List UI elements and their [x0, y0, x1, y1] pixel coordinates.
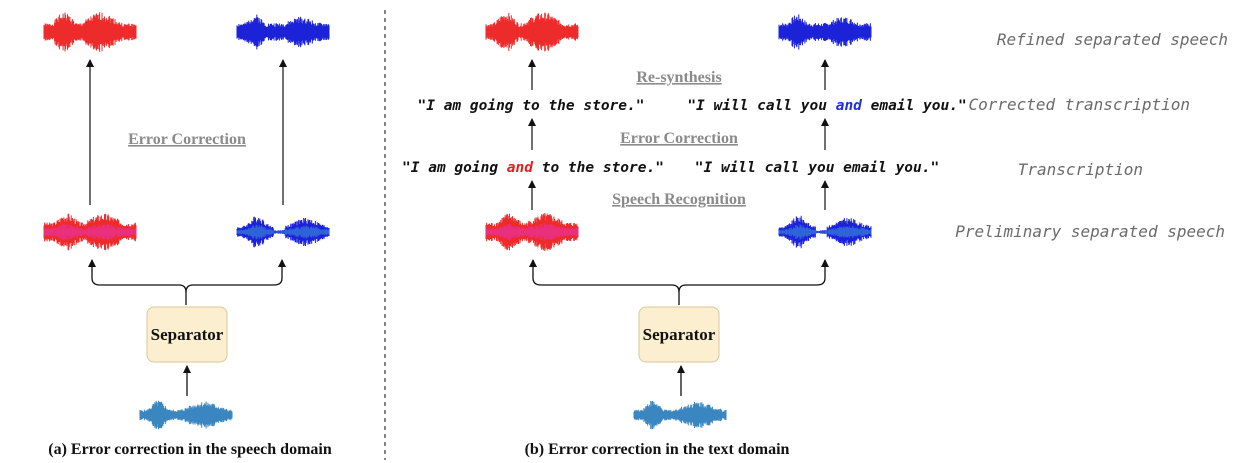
- row-label-refined: Refined separated speech: [997, 30, 1228, 49]
- preliminary-waveform-speaker2-b: [778, 215, 872, 249]
- transcription-1: "I am going and to the store.": [402, 160, 664, 176]
- split-connector-a-right: [185, 259, 286, 293]
- transcription-2: "I will call you email you.": [695, 160, 939, 176]
- resynthesis-label: Re-synthesis: [636, 69, 721, 86]
- transcription-1-part3: to the store.": [533, 160, 664, 176]
- corrected-transcription-1: "I am going to the store.": [418, 98, 645, 114]
- error-correction-label-b: Error Correction: [620, 130, 738, 147]
- caption-a: (a) Error correction in the speech domai…: [48, 441, 332, 458]
- preliminary-waveform-speaker2: [236, 216, 330, 248]
- transcription-1-part1: "I am going: [402, 160, 507, 176]
- corrected-transcription-2: "I will call you and email you.": [687, 98, 966, 114]
- waveform-trace: [139, 400, 233, 430]
- inserted-word: and: [507, 160, 533, 176]
- refined-waveform-speaker1: [43, 12, 137, 52]
- caption-b: (b) Error correction in the text domain: [525, 441, 790, 458]
- refined-waveform-speaker2: [236, 14, 330, 50]
- refined-waveform-speaker2-b: [778, 14, 872, 50]
- row-label-corrected: Corrected transcription: [968, 95, 1190, 114]
- speech-recognition-label: Speech Recognition: [612, 191, 746, 208]
- waveform-trace: [485, 12, 579, 52]
- split-connector-b-right: [678, 259, 829, 293]
- separator-box-a: [146, 306, 228, 363]
- split-connector-a: [88, 259, 187, 305]
- waveform-trace: [43, 12, 137, 52]
- corrected-word: and: [836, 98, 862, 114]
- corrected-2-part3: email you.": [862, 98, 967, 114]
- waveform-trace: [778, 14, 872, 50]
- row-labels: Refined separated speech Corrected trans…: [955, 30, 1228, 241]
- separator-label-a: Separator: [151, 325, 224, 344]
- waveform-overlay-trace: [43, 223, 137, 241]
- row-label-transcription: Transcription: [1018, 160, 1143, 179]
- separator-box-b: [638, 306, 720, 363]
- mixture-waveform-b: [633, 401, 727, 429]
- panel-a: Error Correction Separator (a) Error cor…: [43, 12, 332, 458]
- mixture-waveform-a: [139, 400, 233, 430]
- preliminary-waveform-speaker1: [43, 213, 137, 251]
- separator-label-b: Separator: [643, 325, 716, 344]
- corrected-2-part1: "I will call you: [687, 98, 835, 114]
- preliminary-waveform-speaker1-b: [485, 213, 579, 251]
- waveform-trace: [633, 401, 727, 429]
- split-connector-b: [529, 259, 680, 305]
- waveform-overlay-trace: [485, 223, 579, 241]
- waveform-overlay-trace: [236, 224, 330, 240]
- panel-b: Re-synthesis "I am going to the store." …: [402, 12, 967, 458]
- waveform-overlay-trace: [778, 224, 872, 240]
- waveform-trace: [236, 14, 330, 50]
- refined-waveform-speaker1-b: [485, 12, 579, 52]
- error-correction-label-a: Error Correction: [128, 131, 246, 148]
- row-label-preliminary: Preliminary separated speech: [955, 222, 1225, 241]
